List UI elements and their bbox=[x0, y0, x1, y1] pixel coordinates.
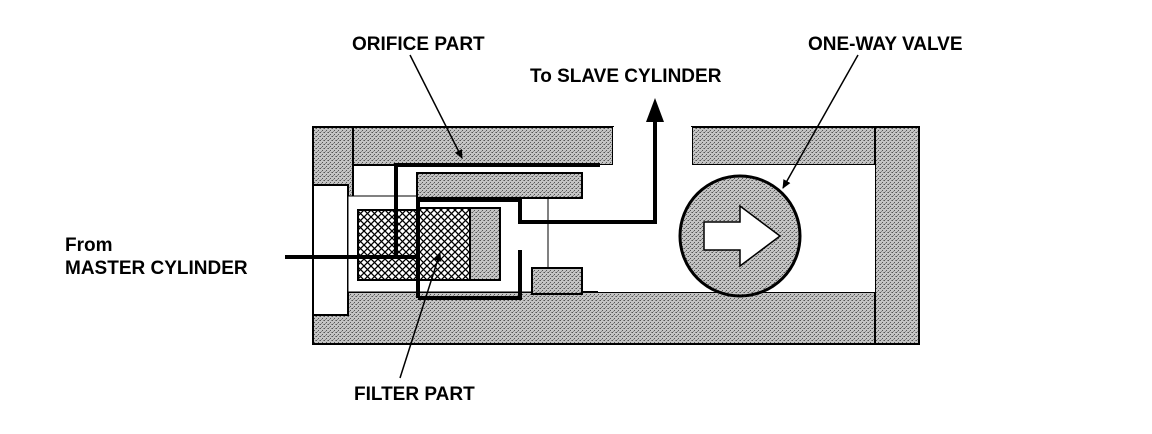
one-way-valve-ball bbox=[678, 174, 802, 298]
label-to-slave-cylinder: To SLAVE CYLINDER bbox=[530, 66, 722, 87]
label-filter-part: FILTER PART bbox=[354, 384, 475, 405]
filter-flow-line bbox=[416, 120, 657, 298]
housing-right-end bbox=[874, 126, 920, 345]
outlet-gap bbox=[613, 127, 692, 167]
spool-core bbox=[469, 207, 501, 281]
valve-leader bbox=[782, 54, 859, 189]
label-one-way-valve: ONE-WAY VALVE bbox=[808, 34, 963, 55]
outlet-arrow bbox=[646, 98, 664, 122]
filter-mesh-right bbox=[417, 207, 471, 281]
filter-mesh-left bbox=[357, 209, 419, 281]
filter-leader bbox=[399, 252, 442, 379]
label-orifice-part: ORIFICE PART bbox=[352, 34, 485, 55]
spool-lower-land bbox=[531, 267, 583, 295]
flow-direction-arrow-icon bbox=[703, 204, 782, 268]
orifice-leader bbox=[409, 54, 463, 159]
outlet-arrowhead bbox=[646, 98, 664, 122]
filter-bottom-line bbox=[418, 250, 522, 300]
label-from: From bbox=[65, 235, 113, 256]
housing-upper-left bbox=[312, 126, 614, 166]
filter-element bbox=[357, 207, 471, 281]
flow-path bbox=[285, 120, 657, 300]
housing-bottom bbox=[312, 291, 920, 345]
left-chamber bbox=[312, 184, 349, 316]
spool-upper-land bbox=[416, 172, 583, 199]
label-master-cylinder: MASTER CYLINDER bbox=[65, 258, 248, 279]
orifice-flow-line bbox=[394, 163, 600, 258]
leader-lines bbox=[399, 54, 859, 379]
